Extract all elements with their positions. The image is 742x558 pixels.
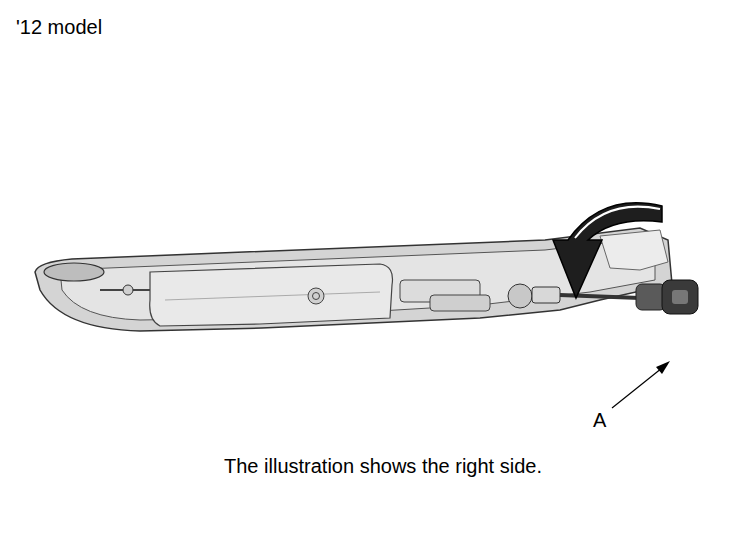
body-screw — [308, 288, 324, 304]
wire-clip — [123, 285, 133, 295]
view-label: A — [593, 408, 606, 432]
figure-caption: The illustration shows the right side. — [224, 454, 542, 478]
body-screw-inner — [313, 293, 320, 300]
bulb-end — [44, 263, 104, 281]
arrow-highlight — [575, 207, 660, 238]
leader-line — [612, 368, 662, 408]
lamp-body — [150, 264, 393, 326]
model-heading: '12 model — [16, 15, 102, 39]
harness-wire — [560, 295, 640, 298]
connector-face — [672, 290, 688, 304]
leader-arrowhead — [656, 361, 670, 374]
rotation-arrow — [553, 203, 662, 298]
socket-sleeve — [430, 295, 490, 311]
connector-head — [662, 280, 698, 314]
socket-clip — [532, 287, 560, 303]
body-edge — [165, 292, 380, 300]
lamp-flange — [600, 230, 668, 270]
socket-ring — [508, 284, 532, 308]
